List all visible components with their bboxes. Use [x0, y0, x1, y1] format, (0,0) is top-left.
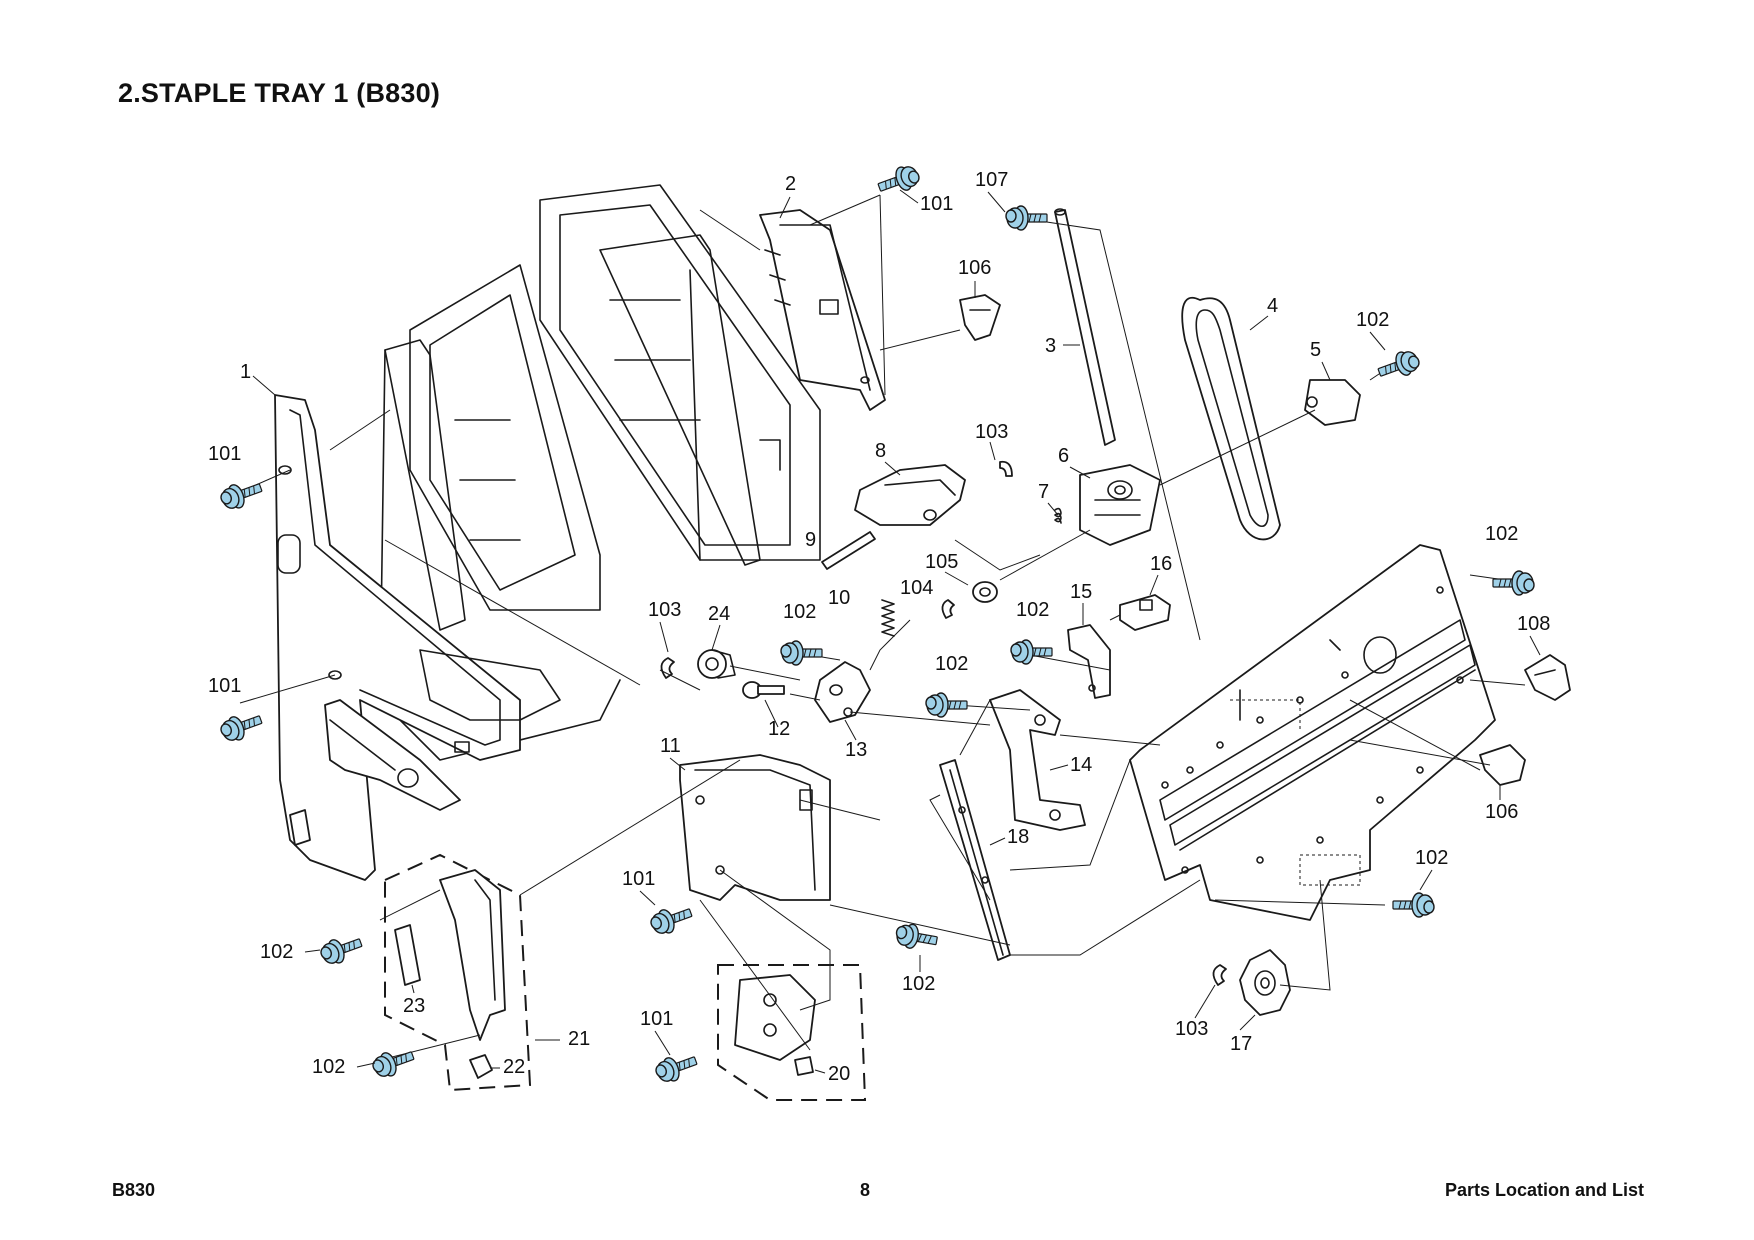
part-14-arm: [989, 689, 1086, 831]
screw-102-f: [893, 921, 940, 954]
part-106-clip-top: [959, 294, 1001, 341]
screw-102-c: [780, 640, 823, 666]
part-18-rail: [939, 759, 1011, 961]
screw-101-e: [652, 1048, 701, 1087]
callout-107: 107: [975, 169, 1008, 191]
part-4-belt: [1181, 297, 1281, 541]
part-11-bracket: [679, 754, 831, 901]
part-3-shaft: [1054, 208, 1116, 446]
callout-106-a: 106: [958, 257, 991, 279]
screw-102-a: [1374, 346, 1423, 385]
screw-101-a: [217, 475, 266, 514]
callout-102-h: 102: [902, 973, 935, 995]
callout-12: 12: [768, 718, 790, 740]
screw-102-g: [1392, 892, 1435, 918]
callout-102-g: 102: [260, 941, 293, 963]
callout-101-a: 101: [208, 443, 241, 465]
callout-ticks: [252, 189, 1541, 1074]
part-108-clip: [1524, 654, 1571, 701]
part-10-spring: [881, 599, 895, 637]
callout-7: 7: [1038, 481, 1049, 503]
callout-2: 2: [785, 173, 796, 195]
callout-24: 24: [708, 603, 730, 625]
callout-3: 3: [1045, 335, 1056, 357]
callout-10: 10: [828, 587, 850, 609]
callout-105: 105: [925, 551, 958, 573]
part-8-bracket: [854, 464, 966, 526]
callout-14: 14: [1070, 754, 1092, 776]
part-105-collar: [972, 581, 998, 603]
callout-9: 9: [805, 529, 816, 551]
part-6-pulley-unit: [1079, 464, 1161, 546]
part-106-clip-right: [1479, 744, 1526, 786]
callout-101-d: 101: [622, 868, 655, 890]
callout-102-c: 102: [783, 601, 816, 623]
callout-102-d: 102: [1016, 599, 1049, 621]
callout-8: 8: [875, 440, 886, 462]
part-21-group: [384, 853, 532, 1092]
lower-bracket: [324, 649, 561, 811]
part-12-stud: [742, 681, 785, 699]
part-1-side-plate: [274, 394, 521, 881]
callout-4: 4: [1267, 295, 1278, 317]
part-2-bracket: [759, 209, 886, 411]
callout-21: 21: [568, 1028, 590, 1050]
screw-102-e: [925, 692, 968, 718]
callout-labels: 1 101 101 2 101 107 106 3 4 102 5 103 8 …: [208, 169, 1550, 1085]
screw-102-i: [369, 1043, 418, 1082]
screw-102-h: [317, 930, 366, 969]
callout-102-e: 102: [935, 653, 968, 675]
part-9-pin: [821, 531, 876, 570]
callout-103-c: 103: [1175, 1018, 1208, 1040]
footer-page-number: 8: [860, 1180, 871, 1200]
part-17-gear: [1239, 949, 1291, 1016]
part-5-holder: [1304, 379, 1361, 426]
callout-101-e: 101: [640, 1008, 673, 1030]
part-7-spring: [1054, 507, 1062, 524]
page-title: 2.STAPLE TRAY 1 (B830): [118, 78, 441, 108]
main-frame-plate: [1129, 544, 1496, 921]
callout-102-i: 102: [312, 1056, 345, 1078]
callout-13: 13: [845, 739, 867, 761]
callout-18: 18: [1007, 826, 1029, 848]
part-20-group: [717, 964, 867, 1101]
callout-11: 11: [660, 735, 681, 757]
callout-6: 6: [1058, 445, 1069, 467]
callout-20: 20: [828, 1063, 850, 1085]
part-104-e-ring: [941, 599, 955, 619]
screw-101-b: [217, 707, 266, 746]
callout-104: 104: [900, 577, 933, 599]
callout-5: 5: [1310, 339, 1321, 361]
part-15-bracket: [1067, 624, 1111, 699]
callout-1: 1: [240, 361, 251, 383]
callout-101-c: 101: [920, 193, 953, 215]
callout-102-a: 102: [1356, 309, 1389, 331]
callout-103-a: 103: [975, 421, 1008, 443]
callout-102-b: 102: [1485, 523, 1518, 545]
part-24-bushing: [697, 649, 736, 679]
callout-103-b: 103: [648, 599, 681, 621]
callout-22: 22: [503, 1056, 525, 1078]
screw-102-b: [1492, 570, 1535, 596]
part-16-sensor: [1119, 594, 1171, 631]
screw-102-d: [1010, 639, 1053, 665]
frame-rear-panels: [379, 184, 821, 761]
callout-102-f: 102: [1415, 847, 1448, 869]
screw-101-d: [647, 900, 696, 939]
callout-106-b: 106: [1485, 801, 1518, 823]
part-13-lever: [814, 661, 871, 723]
callout-101-b: 101: [208, 675, 241, 697]
callout-17: 17: [1230, 1033, 1252, 1055]
screw-101-c: [874, 161, 923, 200]
footer-model: B830: [112, 1180, 156, 1200]
callout-16: 16: [1150, 553, 1172, 575]
callout-108: 108: [1517, 613, 1550, 635]
screw-107: [1005, 205, 1048, 231]
callout-23: 23: [403, 995, 425, 1017]
part-103-e-rings: [660, 460, 1227, 986]
callout-15: 15: [1070, 581, 1092, 603]
footer-section: Parts Location and List: [1444, 1180, 1644, 1200]
